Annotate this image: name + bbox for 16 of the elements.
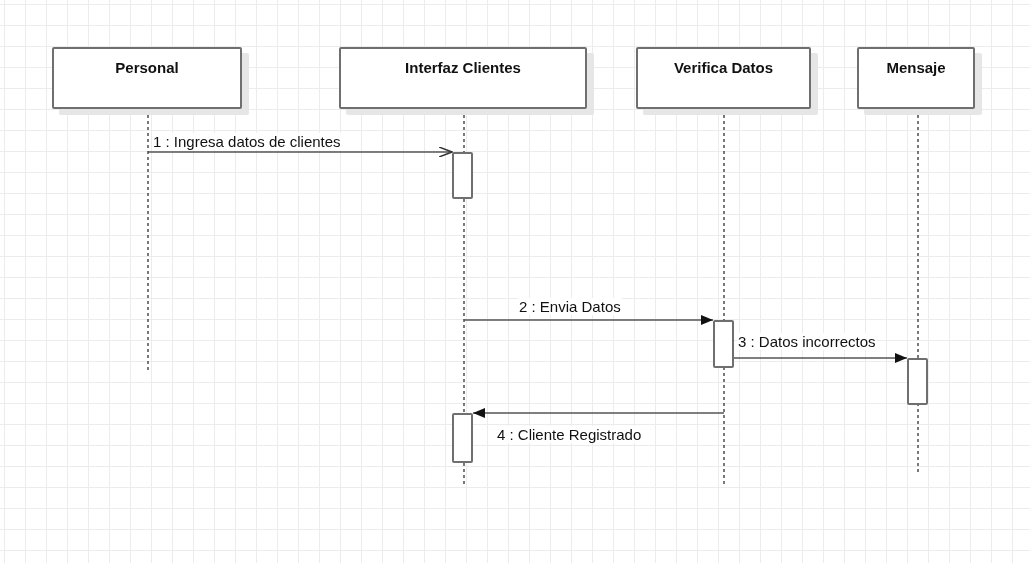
message-arrow — [472, 408, 725, 418]
lifeline-name: Verifica Datos — [672, 59, 775, 76]
lifeline-name: Personal — [114, 59, 180, 76]
activation-bar — [713, 320, 734, 368]
activation-bar — [907, 358, 928, 405]
edge-label: 1 : Ingresa datos de clientes — [152, 133, 342, 150]
lifeline-name: Mensaje — [885, 59, 947, 76]
message-arrow — [147, 146, 453, 158]
lifeline-name: Interfaz Clientes — [404, 59, 522, 76]
message-arrow — [463, 315, 714, 325]
activation-bar — [452, 152, 473, 199]
activation-bar — [452, 413, 473, 463]
message-arrow — [733, 353, 908, 363]
edge-label: 4 : Cliente Registrado — [496, 426, 643, 443]
edge-label: 2 : Envia Datos — [518, 298, 622, 315]
edge-label: 3 : Datos incorrectos — [737, 333, 877, 350]
